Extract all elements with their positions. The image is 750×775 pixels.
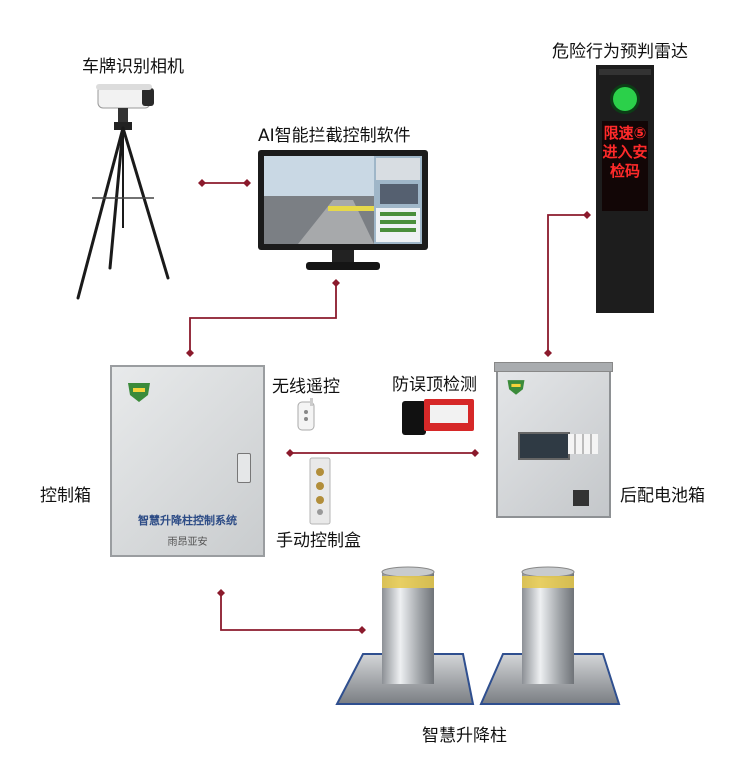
battery-box-rain-cover [494, 362, 613, 372]
anti-strike-detector [402, 399, 474, 435]
qr-code-icon [573, 490, 589, 506]
label-detector: 防误顶检测 [392, 375, 477, 395]
battery-box [494, 362, 613, 518]
connector-node [286, 449, 294, 457]
connector-node [471, 449, 479, 457]
label-bollards: 智慧升降柱 [422, 726, 507, 746]
smart-bollards [335, 566, 621, 705]
connector-node [243, 179, 251, 187]
control-box-brand: 雨昂亚安 [167, 537, 208, 548]
label-radar: 危险行为预判雷达 [552, 42, 688, 62]
battery-box-screen [518, 432, 570, 460]
manual-control-box [309, 457, 331, 525]
connector-node [198, 179, 206, 187]
danger-radar-column [596, 65, 654, 313]
radar-led-sign: 限速⑤ 进入安检码 [602, 124, 648, 180]
label-control-box: 控制箱 [40, 486, 91, 506]
connector-node [186, 349, 194, 357]
connector-software-controlbox [189, 283, 337, 353]
shield-logo-icon [128, 383, 150, 402]
label-camera: 车牌识别相机 [82, 57, 184, 77]
connector-node [217, 589, 225, 597]
label-remote: 无线遥控 [272, 377, 340, 397]
control-box-latch [237, 453, 251, 483]
connector-radar-battery [547, 214, 587, 353]
connector-node [358, 626, 366, 634]
control-box-panel-text: 智慧升降柱控制系统 [138, 514, 237, 527]
license-plate-camera [76, 84, 170, 300]
wireless-remote-icon [297, 398, 315, 431]
label-software: AI智能拦截控制软件 [258, 126, 411, 146]
control-box: 智慧升降柱控制系统 雨昂亚安 [110, 365, 265, 557]
connector-node [583, 211, 591, 219]
shield-logo-icon [507, 380, 525, 395]
label-manual-box: 手动控制盒 [276, 531, 361, 551]
software-monitor [258, 150, 428, 270]
label-battery-box: 后配电池箱 [620, 486, 705, 506]
connector-controlbox-bollards [220, 593, 362, 631]
connector-node [332, 279, 340, 287]
connector-node [544, 349, 552, 357]
battery-box-keypad [568, 434, 598, 454]
